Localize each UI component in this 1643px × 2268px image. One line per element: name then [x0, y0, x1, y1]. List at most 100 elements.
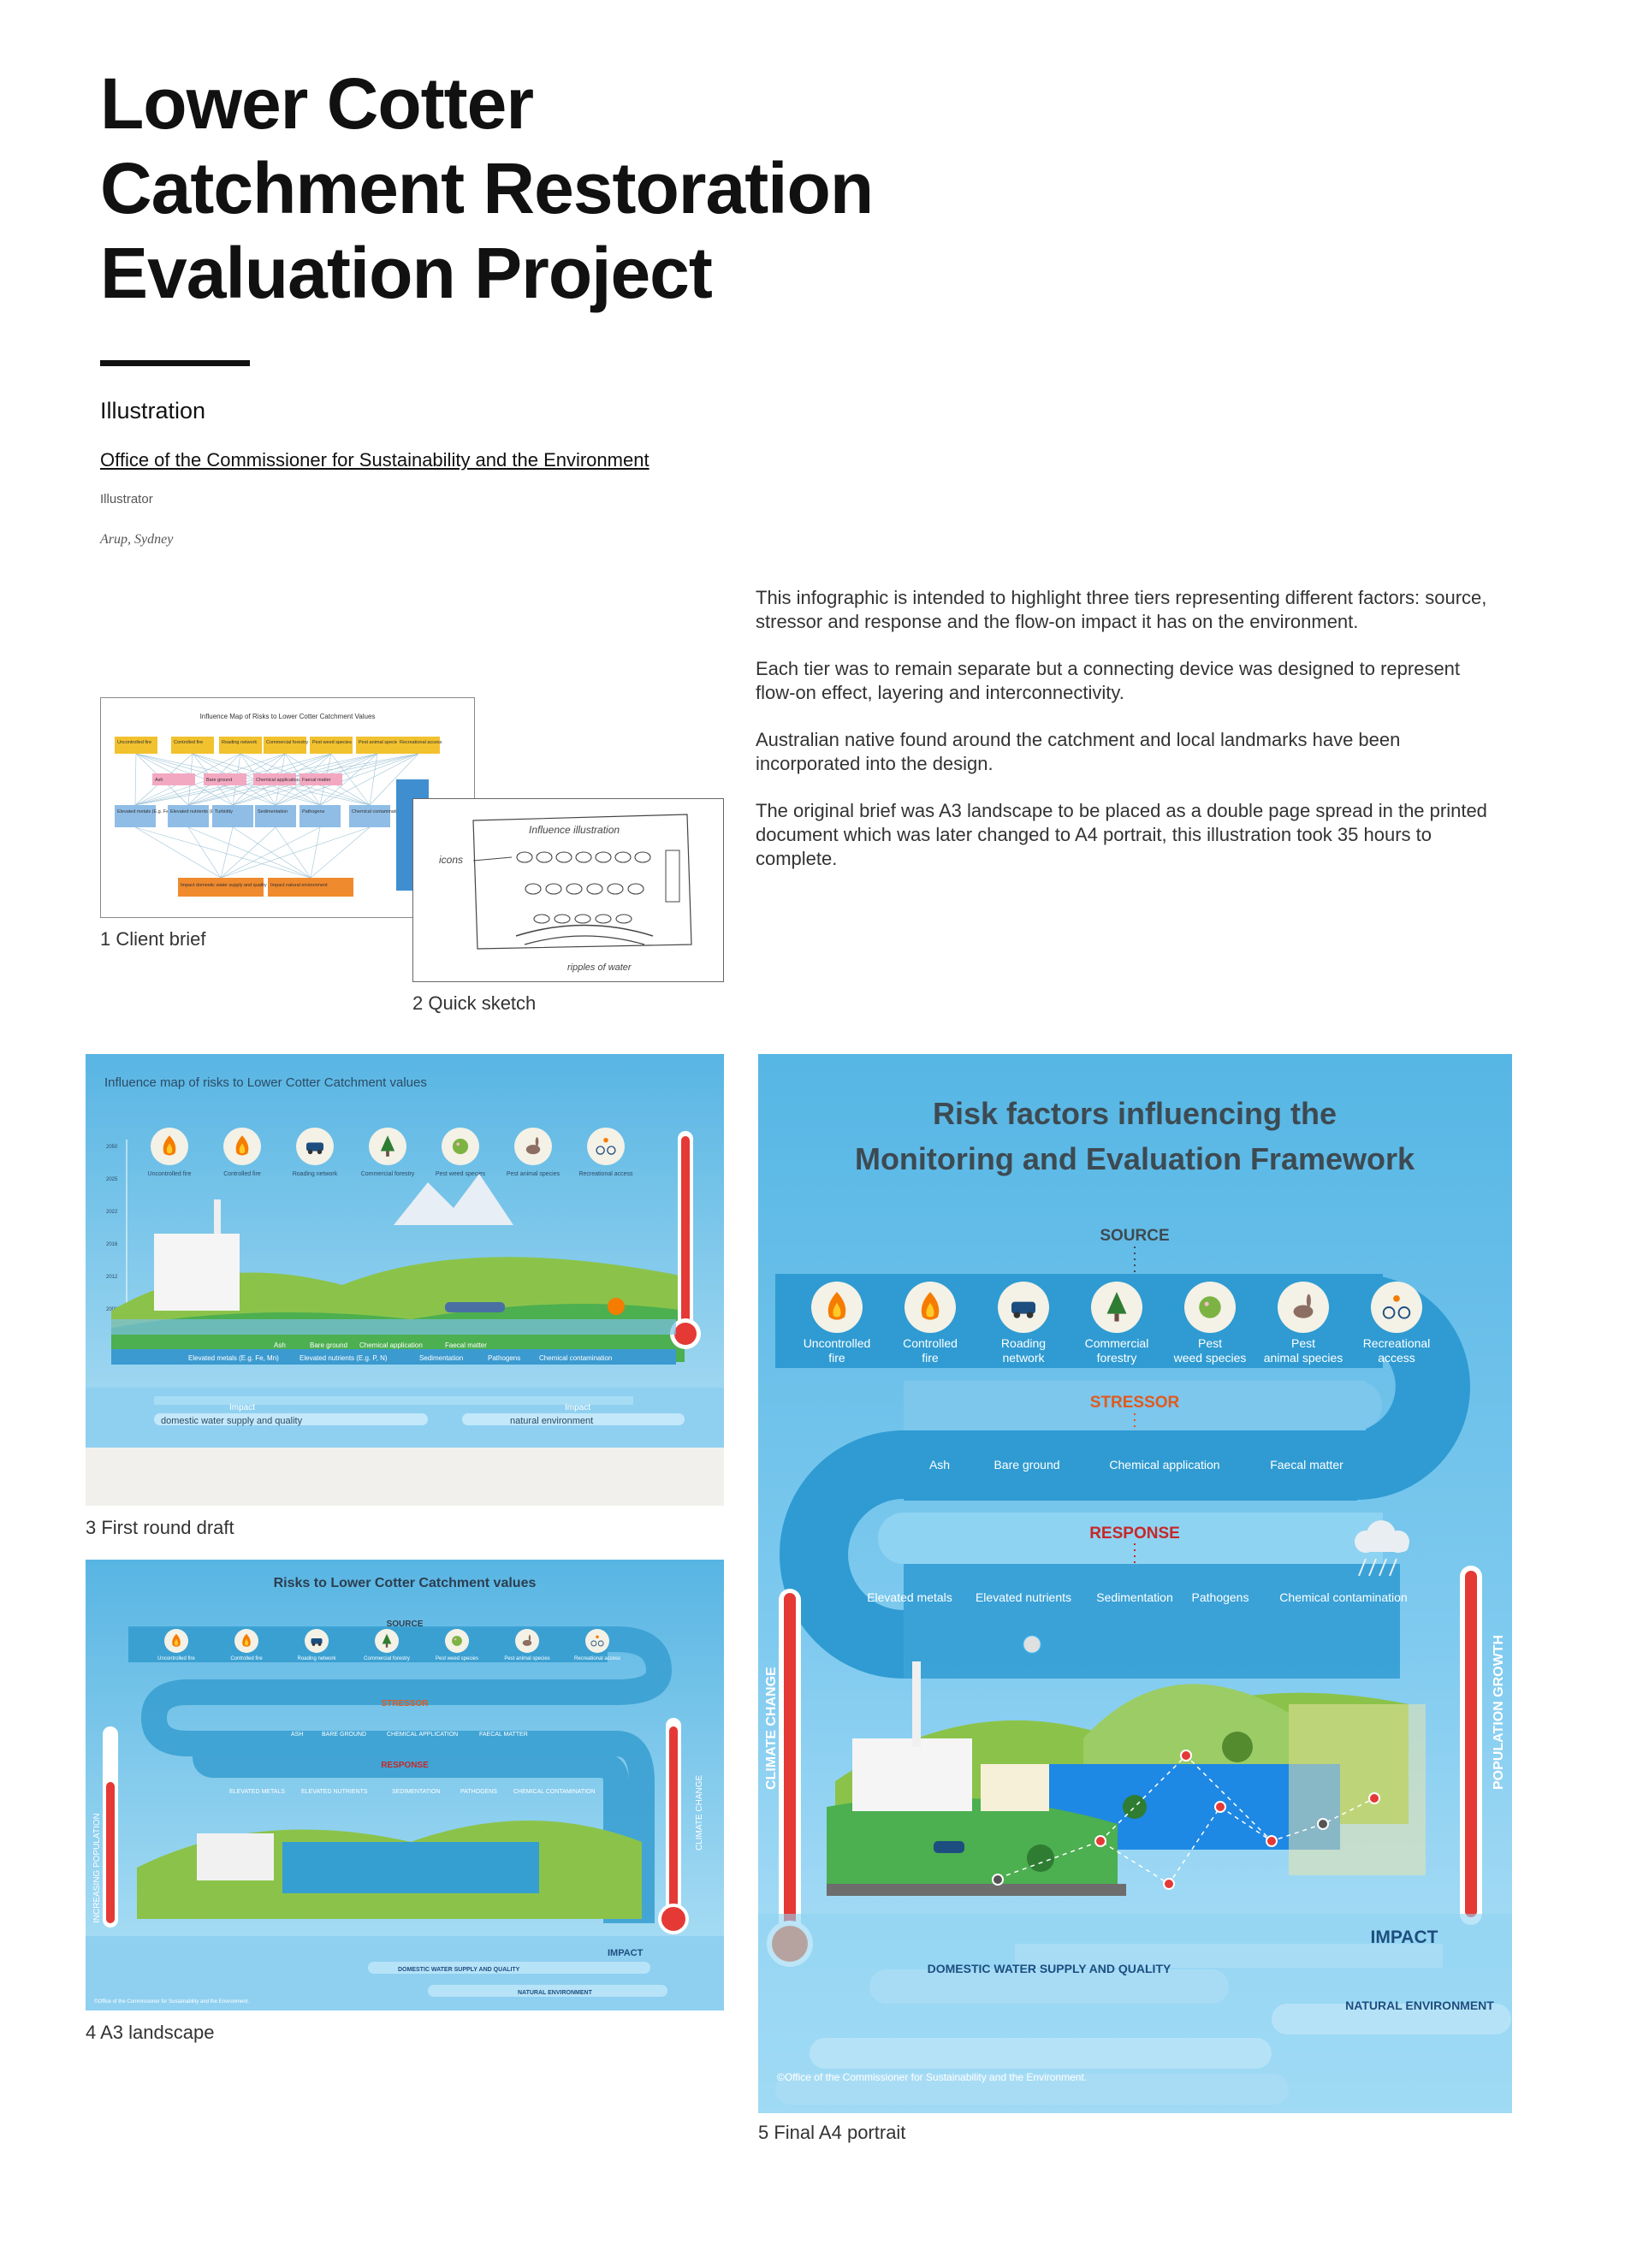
- description-paragraph: Each tier was to remain separate but a c…: [756, 658, 1461, 703]
- draft-year-label: 2008: [106, 1307, 118, 1312]
- final-source-label: fire: [922, 1351, 939, 1365]
- brief-source-box: Recreational access: [397, 737, 442, 754]
- sketch-left-note: icons: [439, 854, 463, 866]
- city-buildings: [154, 1234, 240, 1311]
- description-paragraph: The original brief was A3 landscape to b…: [756, 800, 1487, 869]
- final-response-label: RESPONSE: [1089, 1525, 1180, 1543]
- brief-source-box: Controlled fire: [171, 737, 214, 754]
- connection-node: [1266, 1835, 1278, 1847]
- project-description: This infographic is intended to highligh…: [756, 586, 1492, 894]
- response-gap: [904, 1513, 1383, 1564]
- svg-text:Elevated metals (E.g. Fe, Mn): Elevated metals (E.g. Fe, Mn): [117, 809, 180, 814]
- connection-node: [1317, 1818, 1329, 1830]
- final-source-label: network: [1002, 1351, 1045, 1365]
- svg-text:Chemical application: Chemical application: [256, 778, 300, 783]
- brief-source-box: Roading network: [219, 737, 262, 754]
- a3-right-thermometer: [658, 1718, 689, 1934]
- title-line-1: Lower Cotter: [100, 63, 534, 144]
- draft-impact-natural: natural environment: [510, 1416, 593, 1426]
- final-stressor-label: STRESSOR: [1090, 1394, 1180, 1412]
- draft-source-label: Uncontrolled fire: [148, 1171, 192, 1177]
- draft-year-label: 2022: [106, 1210, 118, 1215]
- final-source-label: Pest: [1198, 1336, 1222, 1350]
- studio-name: Arup, Sydney: [100, 532, 174, 547]
- a3-source-weed-icon: Pest weed species: [436, 1629, 478, 1661]
- svg-text:Controlled fire: Controlled fire: [174, 740, 203, 745]
- a3-source-rabbit-icon: Pest animal species: [504, 1629, 550, 1661]
- final-title-line-1: Risk factors influencing the: [933, 1096, 1337, 1131]
- draft-impact-label: Impact: [229, 1403, 255, 1412]
- mountains: [394, 1174, 513, 1225]
- a3-source-fire-icon: Controlled fire: [230, 1629, 263, 1661]
- right-thermometer: [1460, 1566, 1482, 1925]
- final-title-line-2: Monitoring and Evaluation Framework: [855, 1141, 1415, 1176]
- a3-source-label: Recreational access: [574, 1656, 620, 1661]
- sketch-oval: [615, 914, 632, 924]
- final-right-gauge-label: POPULATION GROWTH: [1492, 1635, 1506, 1790]
- a3-stressor-label: ASH: [291, 1732, 303, 1738]
- final-response-label: Elevated nutrients: [976, 1590, 1071, 1604]
- city-buildings: [852, 1738, 972, 1811]
- a3-flow-band: [128, 1626, 673, 1923]
- draft-source-fire-icon: Uncontrolled fire: [148, 1128, 192, 1177]
- final-source-label: weed species: [1173, 1351, 1247, 1365]
- a3-impact-natural: NATURAL ENVIRONMENT: [518, 1990, 593, 1996]
- svg-text:Commercial forestry: Commercial forestry: [266, 740, 308, 745]
- road: [827, 1884, 1126, 1896]
- caption-quick-sketch: 2 Quick sketch: [412, 992, 537, 1014]
- final-response-label: Sedimentation: [1096, 1590, 1173, 1604]
- sketch-oval: [536, 851, 553, 863]
- final-source-label: Recreational: [1363, 1336, 1431, 1350]
- brief-stressor-box: Ash: [152, 773, 195, 785]
- stressor-gap: [904, 1381, 1357, 1430]
- svg-text:Chemical contamination: Chemical contamination: [352, 809, 402, 814]
- role-label: Illustrator: [100, 492, 153, 506]
- draft-thermometer: [670, 1131, 701, 1349]
- sketch-oval: [525, 883, 542, 895]
- draft-response-label: Chemical contamination: [539, 1354, 612, 1362]
- svg-text:Ash: Ash: [155, 778, 163, 783]
- a3-stressor-label: STRESSOR: [381, 1699, 429, 1708]
- sketch-oval: [554, 914, 571, 924]
- a3-copyright: ©Office of the Commissioner for Sustaina…: [94, 1999, 249, 2004]
- svg-text:Sedimentation: Sedimentation: [258, 809, 288, 814]
- a3-landscape-image: Risks to Lower Cotter Catchment values S…: [86, 1560, 724, 2010]
- draft-source-tree-icon: Commercial forestry: [361, 1128, 415, 1177]
- svg-text:Impact domestic water supply a: Impact domestic water supply and quality: [181, 883, 267, 888]
- draft-year-label: 2025: [106, 1177, 118, 1182]
- caption-a3-landscape: 4 A3 landscape: [86, 2022, 215, 2043]
- client-link[interactable]: Office of the Commissioner for Sustainab…: [100, 449, 649, 471]
- draft-source-fire-icon: Controlled fire: [223, 1128, 261, 1177]
- final-stressor-label: Ash: [929, 1458, 950, 1472]
- brief-source-box: Commercial forestry: [264, 737, 308, 754]
- a3-title: Risks to Lower Cotter Catchment values: [274, 1576, 537, 1590]
- draft-response-label: Elevated nutrients (E.g. P, N): [300, 1354, 388, 1362]
- draft-year-label: 2012: [106, 1275, 118, 1280]
- a3-impact-label: IMPACT: [608, 1948, 644, 1958]
- draft-response-label: Pathogens: [488, 1354, 520, 1362]
- a3-stressor-label: BARE GROUND: [322, 1732, 366, 1738]
- brief-stressor-box: Chemical application: [253, 773, 300, 785]
- final-copyright: ©Office of the Commissioner for Sustaina…: [777, 2071, 1087, 2083]
- a3-left-thermometer: [103, 1726, 118, 1928]
- final-stressor-label: Faecal matter: [1270, 1458, 1343, 1472]
- svg-text:Elevated nutrients (E.g. P, N): Elevated nutrients (E.g. P, N): [170, 809, 231, 814]
- draft-source-rabbit-icon: Pest animal species: [507, 1128, 561, 1177]
- final-impact-natural: NATURAL ENVIRONMENT: [1345, 1999, 1494, 2012]
- a3-source-tree-icon: Commercial forestry: [364, 1629, 410, 1661]
- a3-source-label: Uncontrolled fire: [157, 1656, 195, 1661]
- a3-source-label: Pest weed species: [436, 1656, 478, 1661]
- a3-source-label: Controlled fire: [230, 1656, 263, 1661]
- sketch-oval: [586, 883, 603, 895]
- connection-node: [1180, 1750, 1192, 1762]
- draft-response-label: Elevated metals (E.g. Fe, Mn): [188, 1354, 279, 1362]
- response-band: [904, 1564, 1400, 1679]
- connection-node: [1163, 1878, 1175, 1890]
- a3-response-label: ELEVATED NUTRIENTS: [301, 1789, 368, 1795]
- sketch-oval: [607, 883, 624, 895]
